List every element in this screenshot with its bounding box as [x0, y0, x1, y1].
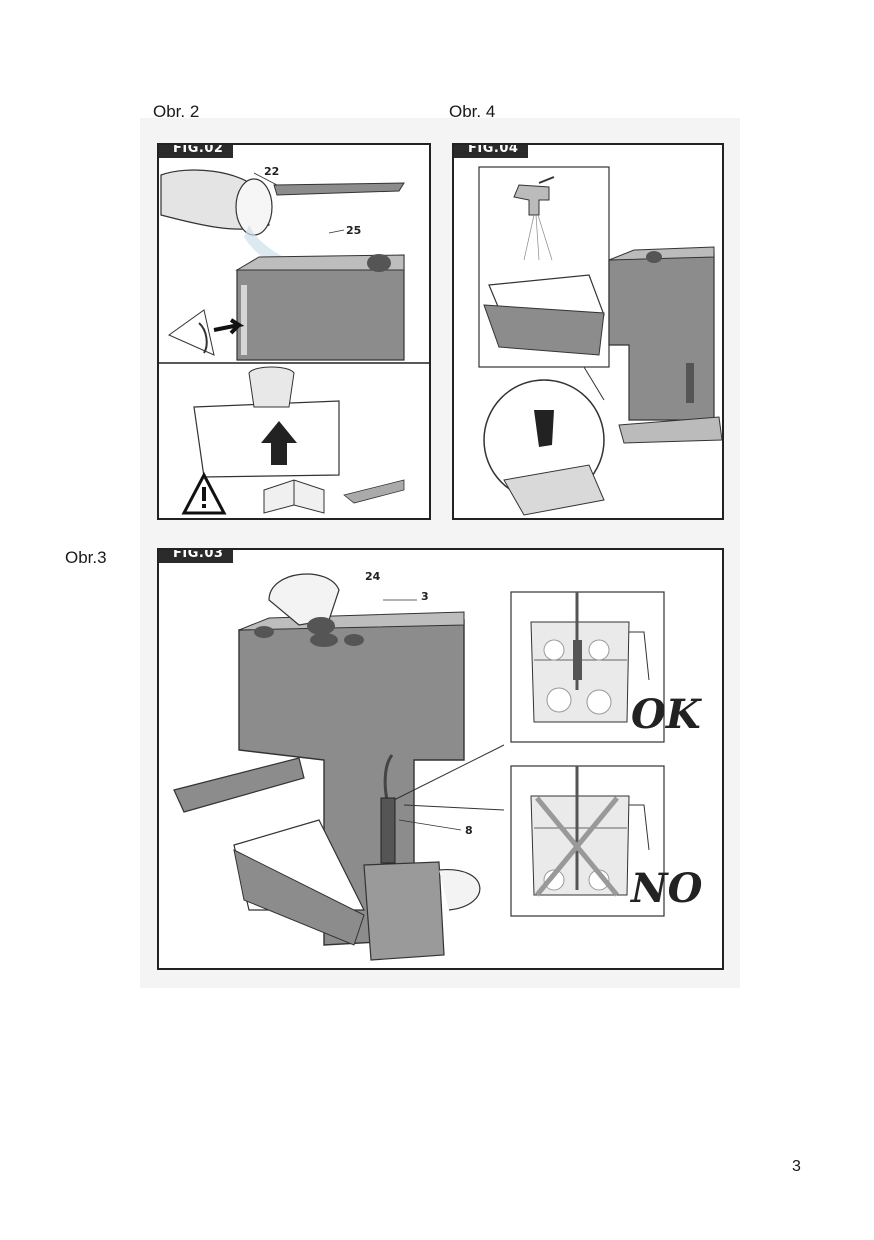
- figure-03-illustration: OK NO 24 3 8: [173, 570, 703, 961]
- ok-label: OK: [631, 691, 703, 738]
- no-label: NO: [629, 865, 703, 912]
- caption-obr2: Obr. 2: [153, 102, 200, 121]
- eye-icon: [167, 309, 245, 356]
- callout-24: 24: [365, 570, 381, 583]
- drip-tray-icon: [233, 819, 365, 946]
- steam-wand-icon: [380, 754, 396, 864]
- fig03-tag: FIG.03: [159, 550, 234, 563]
- callout-25: 25: [346, 224, 361, 237]
- hand-icon: [483, 379, 605, 516]
- caption-obr4: Obr. 4: [449, 102, 496, 121]
- callout-22: 22: [264, 165, 279, 178]
- instruction-manual-icon: [263, 479, 405, 514]
- filter-strip: [253, 172, 405, 196]
- figure-02: 22 25 FIG.02: [157, 143, 431, 520]
- page-number: 3: [792, 1158, 801, 1175]
- fig04-tag: FIG.04: [454, 145, 529, 158]
- fig02-tag: FIG.02: [159, 145, 234, 158]
- hand-lifting-tank: [193, 366, 340, 478]
- caption-obr3: Obr.3: [65, 548, 107, 567]
- water-tank-icon: [235, 229, 405, 361]
- callout-3: 3: [421, 590, 429, 603]
- drip-tray-icon: [483, 274, 605, 356]
- figure-03: OK NO 24 3 8 FIG.03: [157, 548, 724, 970]
- water-tap-icon: [513, 176, 555, 261]
- figure-02-illustration: 22 25: [159, 165, 429, 515]
- ok-inset: [510, 591, 665, 743]
- warning-triangle-icon: [181, 471, 227, 515]
- coffee-machine-icon: [608, 246, 722, 444]
- arrow-up-icon: [261, 421, 297, 465]
- figure-04-illustration: [478, 166, 722, 516]
- milk-jug-icon: [363, 861, 481, 961]
- portafilter-handle: [173, 757, 305, 813]
- cross-mark-icon: [535, 796, 619, 897]
- callout-8: 8: [465, 824, 473, 837]
- hand-icon: [268, 573, 340, 635]
- figure-04: FIG.04: [452, 143, 724, 520]
